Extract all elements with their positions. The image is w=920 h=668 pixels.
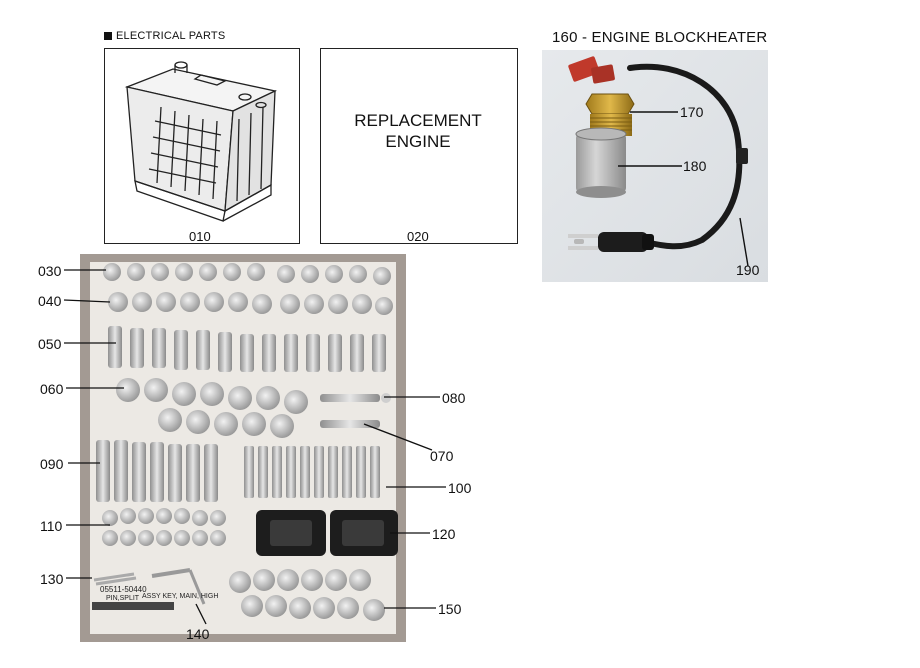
callout-040: 040 [38,293,62,309]
callout-140: 140 [186,626,210,642]
washers-row-150 [229,569,385,621]
red-connector [568,56,615,84]
connectors-120 [256,510,398,556]
key-part-name: ASSY KEY, MAIN, HIGH [142,593,218,600]
callout-060: 060 [40,381,64,397]
power-plug [568,232,654,252]
replacement-engine-text: REPLACEMENT ENGINE [320,110,516,152]
replacement-part-number: 020 [407,229,429,244]
nuts-row-030 [103,263,391,285]
replacement-text-line1: REPLACEMENT [354,111,482,130]
leader-040 [63,299,111,303]
bullet-square-icon [104,32,112,40]
callout-080: 080 [442,390,466,406]
steel-sleeve [575,127,627,198]
callout-190: 190 [736,262,760,278]
callout-170: 170 [680,104,704,120]
callout-120: 120 [432,526,456,542]
battery-panel: 010 [104,48,300,244]
replacement-text-line2: ENGINE [385,132,451,151]
key-140 [151,568,206,605]
callout-090: 090 [40,456,64,472]
hardware-kit-photo: 05511-50440 PIN,SPLIT ASSY KEY, MAIN, HI… [80,254,406,642]
nuts-row-110 [102,508,226,546]
washers-row-060 [116,378,308,438]
battery-illustration [124,61,278,222]
blockheater-photo [542,50,768,282]
callout-030: 030 [38,263,62,279]
leader-190 [739,217,749,267]
pins-070-080 [320,393,391,428]
callout-110: 110 [40,518,63,534]
callout-100: 100 [448,480,472,496]
bolts-row-050 [108,326,386,372]
split-pins-130 [93,572,137,586]
cable-clip [736,148,748,164]
callout-070: 070 [430,448,454,464]
studs-row-100 [244,446,380,498]
battery-part-number: 010 [189,229,211,244]
blockheater-title: 160 - ENGINE BLOCKHEATER [552,29,768,46]
section-header-title: ELECTRICAL PARTS [116,30,226,42]
replacement-engine-panel: 020 [320,48,518,244]
callout-180: 180 [683,158,707,174]
washers-row-040 [108,292,393,315]
leader-140 [195,603,207,625]
leader-070 [363,423,433,451]
callout-130: 130 [40,571,64,587]
section-header: ELECTRICAL PARTS [104,30,225,42]
pin-part-name: PIN,SPLIT [106,595,140,602]
barcode [92,602,174,610]
heater-cable [627,63,743,250]
callout-050: 050 [38,336,62,352]
callout-150: 150 [438,601,462,617]
studs-row-090 [96,440,218,502]
pin-part-number: 05511-50440 [100,585,147,594]
